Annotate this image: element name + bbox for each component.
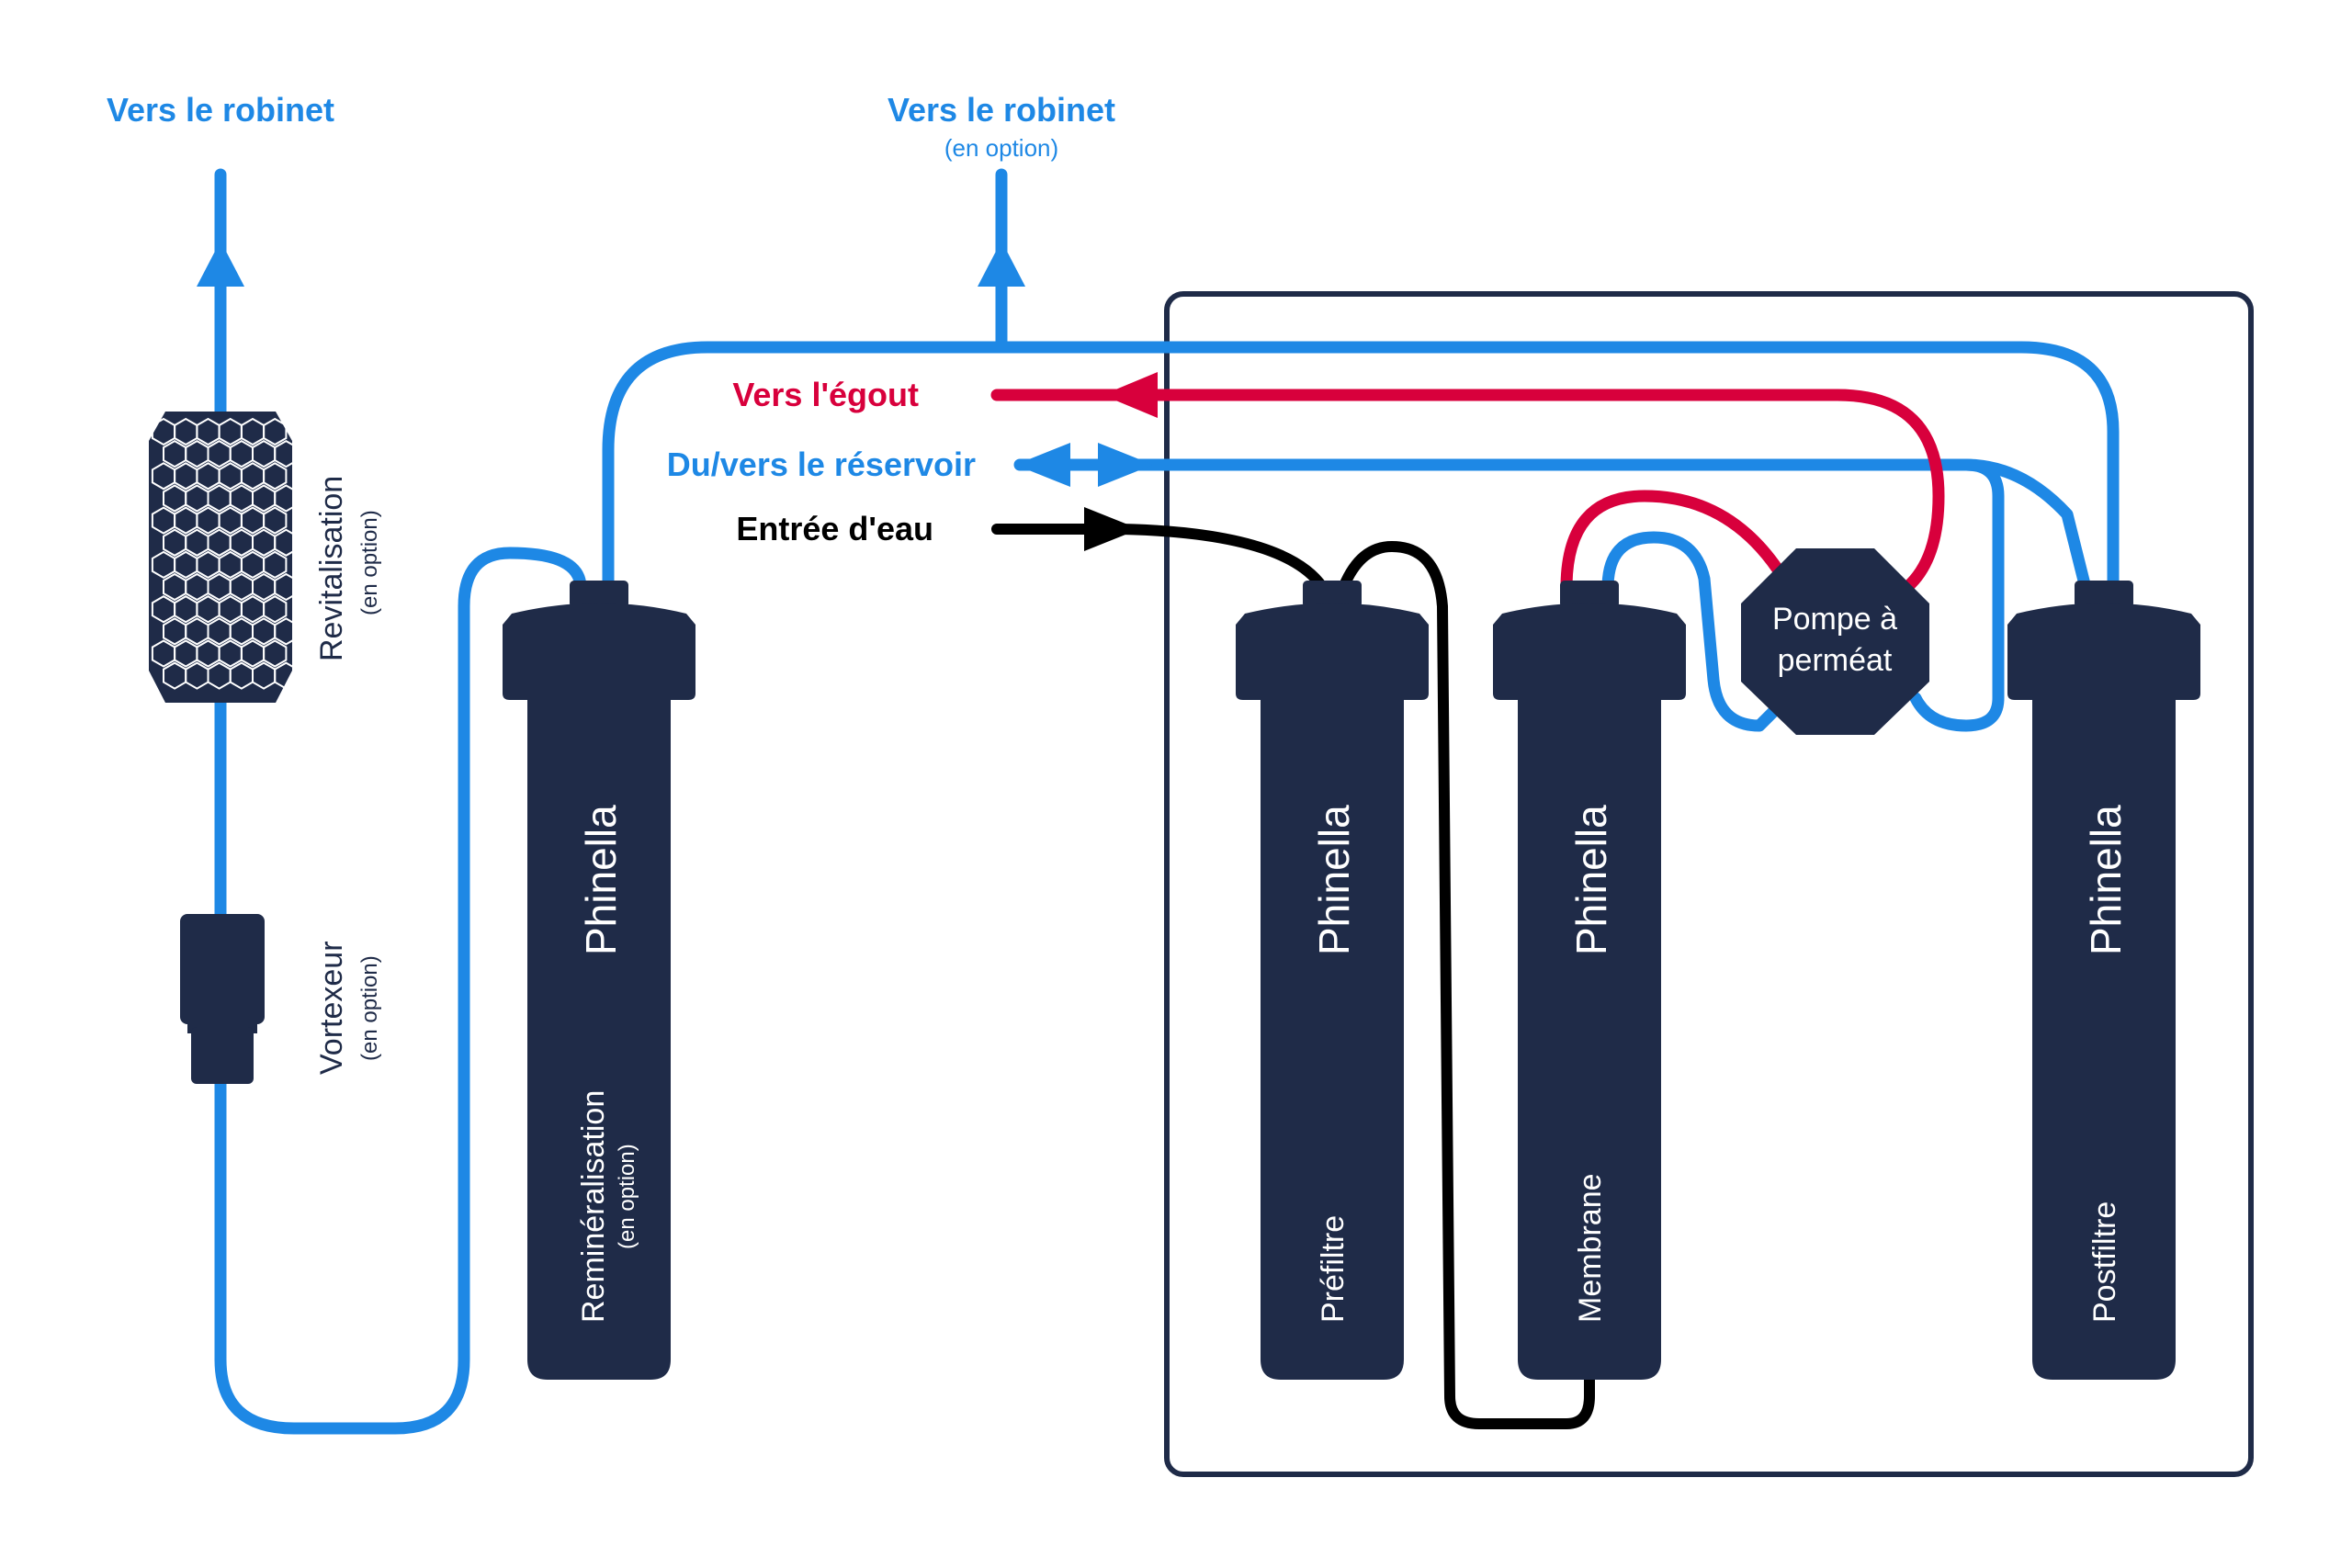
arrow-tank-out [1098, 443, 1153, 487]
cartridge-note: (en option) [615, 1144, 639, 1249]
pipe-membrane-pump [1601, 531, 1784, 732]
cartridge-label: Reminéralisation [576, 1090, 611, 1323]
cartridge-brand-logo: Phinella [1567, 805, 1615, 955]
pump-label-line2: perméat [1778, 643, 1893, 678]
arrow-middle-outlet [978, 241, 1025, 287]
middle-outlet-title: Vers le robinet [888, 91, 1115, 129]
cartridge-label: Préfiltre [1316, 1215, 1351, 1323]
pipe-prefilter-membrane [1338, 541, 1595, 1429]
pipe-inlet [991, 524, 1329, 593]
arrow-inlet [1084, 507, 1139, 551]
pipe-drain [990, 389, 1945, 594]
inlet-label: Entrée d'eau [736, 510, 933, 547]
pump-label-line1: Pompe à [1772, 602, 1897, 637]
cartridge-label: Postfiltre [2087, 1201, 2122, 1323]
arrow-drain [1102, 372, 1158, 418]
cartridge-brand-logo: Phinella [1310, 805, 1358, 955]
cartridge-brand-logo: Phinella [577, 805, 625, 955]
arrow-tank-in [1015, 443, 1070, 487]
pipe-bottom-loop [214, 547, 587, 1435]
revitalisation-note: (en option) [357, 510, 382, 615]
arrow-left-outlet [197, 241, 244, 287]
permeate-pump: Pompe à perméat [1741, 548, 1929, 735]
cartridge-brand-logo: Phinella [2082, 805, 2130, 955]
vortexeur-note: (en option) [357, 955, 382, 1061]
pipe-tank-to-postfilter [1960, 458, 2092, 594]
pipe-top-return [602, 341, 2120, 594]
system-housing-frame [1164, 291, 2254, 1477]
pipe-membrane-drain [1560, 490, 1784, 594]
vortexeur-unit [180, 914, 265, 1084]
vortexeur-label: Vortexeur [314, 941, 349, 1075]
revitalisation-label: Revitalisation [314, 476, 349, 661]
drain-label: Vers l'égout [732, 376, 919, 413]
cartridge-label: Membrane [1573, 1173, 1608, 1323]
middle-outlet-subtitle: (en option) [944, 134, 1058, 162]
revitalisation-unit [149, 412, 299, 703]
tank-label: Du/vers le réservoir [667, 446, 976, 483]
left-outlet-title: Vers le robinet [107, 91, 334, 129]
